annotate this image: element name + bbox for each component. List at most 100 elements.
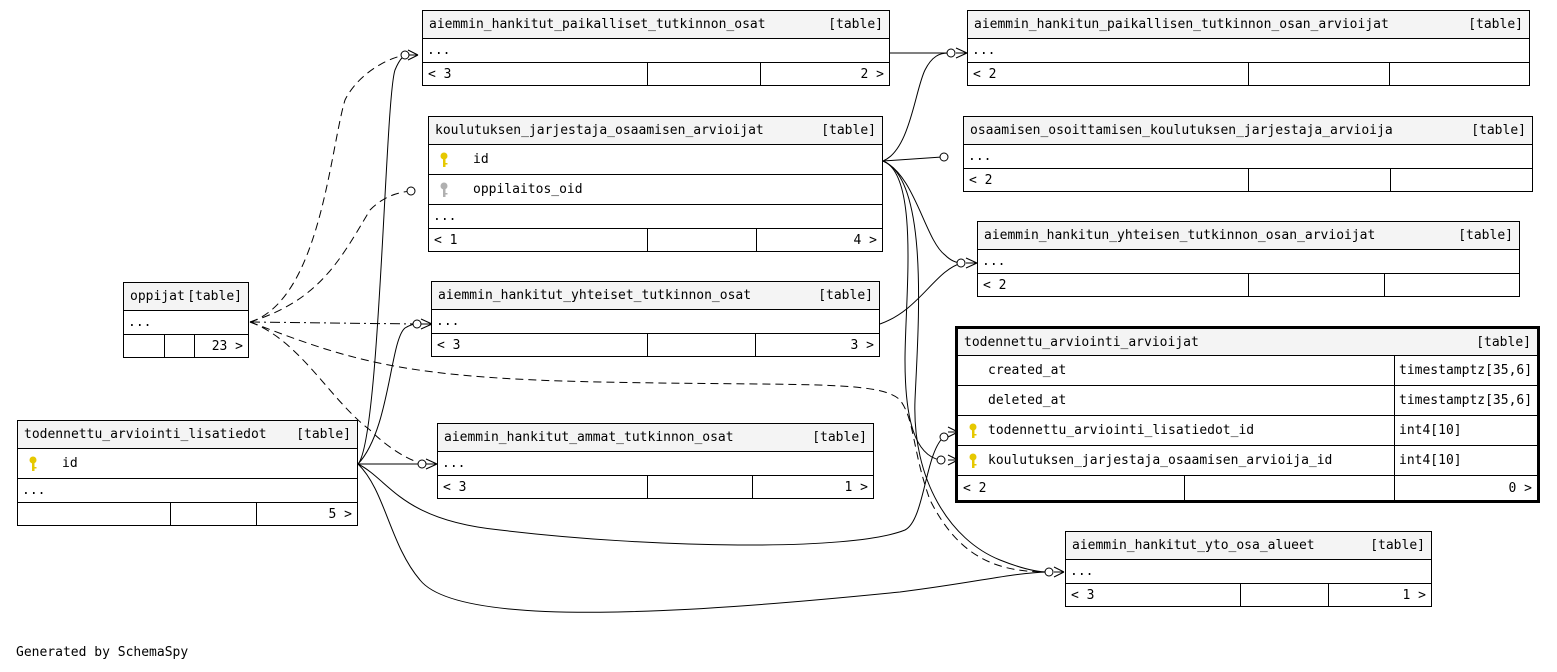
key-icon: [429, 145, 459, 174]
key-icon: [958, 416, 988, 445]
child-count: [1389, 63, 1529, 85]
table-footer: < 1 4 >: [429, 229, 882, 251]
table-koulutuksen-jarjestaja-osaamisen-arvioijat[interactable]: koulutuksen_jarjestaja_osaamisen_arvioij…: [428, 116, 883, 252]
table-type-tag: [table]: [1370, 538, 1425, 553]
table-name[interactable]: aiemmin_hankitut_yhteiset_tutkinnon_osat: [438, 288, 752, 303]
edge-koulutuksen-yto: [882, 160, 1049, 573]
column-name: oppilaitos_oid: [473, 182, 583, 197]
table-name[interactable]: aiemmin_hankitun_paikallisen_tutkinnon_o…: [974, 17, 1389, 32]
column-type: timestamptz[35,6]: [1394, 386, 1537, 415]
column-row-deleted-at[interactable]: deleted_at timestamptz[35,6]: [958, 386, 1537, 416]
column-name: koulutuksen_jarjestaja_osaamisen_arvioij…: [988, 453, 1333, 468]
table-name[interactable]: aiemmin_hankitut_yto_osa_alueet: [1072, 538, 1315, 553]
column-name: deleted_at: [988, 393, 1067, 408]
table-header: osaamisen_osoittamisen_koulutuksen_jarje…: [964, 117, 1532, 145]
table-osaamisen-osoittamisen-koulutuksen-jarjestaja-arvioija[interactable]: osaamisen_osoittamisen_koulutuksen_jarje…: [963, 116, 1533, 192]
column-row[interactable]: oppilaitos_oid: [429, 175, 882, 205]
column-row-created-at[interactable]: created_at timestamptz[35,6]: [958, 356, 1537, 386]
row-count: [1240, 584, 1328, 606]
column-row-arvioija-id[interactable]: koulutuksen_jarjestaja_osaamisen_arvioij…: [958, 446, 1537, 476]
table-type-tag: [table]: [1468, 17, 1523, 32]
child-count[interactable]: 3 >: [755, 334, 879, 356]
table-header: aiemmin_hankitut_yto_osa_alueet [table]: [1066, 532, 1431, 560]
key-icon: [18, 449, 48, 478]
child-count[interactable]: 23 >: [194, 335, 248, 357]
edge-yhteiset-yhteisen: [879, 262, 963, 325]
edge-oppijat-yhteiset: [249, 321, 417, 325]
table-name[interactable]: oppijat: [130, 289, 185, 304]
more-columns: ...: [18, 479, 357, 503]
child-count[interactable]: 0 >: [1394, 476, 1537, 500]
child-count[interactable]: 2 >: [760, 63, 889, 85]
table-footer: < 3 2 >: [423, 63, 889, 85]
parent-count[interactable]: < 2: [983, 277, 1007, 293]
more-columns: ...: [964, 145, 1532, 169]
table-type-tag: [table]: [1476, 334, 1531, 350]
parent-count[interactable]: < 2: [969, 172, 993, 188]
table-name[interactable]: aiemmin_hankitut_ammat_tutkinnon_osat: [444, 430, 734, 445]
column-type: int4[10]: [1394, 446, 1537, 475]
table-name[interactable]: osaamisen_osoittamisen_koulutuksen_jarje…: [970, 123, 1393, 138]
crow-feet: [400, 47, 1065, 578]
row-count: [647, 476, 752, 498]
edge-koulutuksen-paikallisen: [882, 52, 949, 162]
parent-count[interactable]: < 3: [443, 479, 467, 495]
child-count[interactable]: 4 >: [756, 229, 882, 251]
table-footer: 23 >: [124, 335, 248, 357]
table-name[interactable]: koulutuksen_jarjestaja_osaamisen_arvioij…: [435, 123, 764, 138]
table-header: aiemmin_hankitun_paikallisen_tutkinnon_o…: [968, 11, 1529, 39]
parent-count[interactable]: < 2: [963, 480, 987, 496]
column-name: id: [473, 152, 489, 167]
table-aiemmin-hankitut-paikalliset-tutkinnon-osat[interactable]: aiemmin_hankitut_paikalliset_tutkinnon_o…: [422, 10, 890, 86]
table-aiemmin-hankitut-ammat-tutkinnon-osat[interactable]: aiemmin_hankitut_ammat_tutkinnon_osat [t…: [437, 423, 874, 499]
table-header: oppijat [table]: [124, 283, 248, 311]
table-footer: < 2 0 >: [958, 476, 1537, 500]
table-footer: 5 >: [18, 503, 357, 525]
table-name[interactable]: todennettu_arviointi_arvioijat: [964, 334, 1199, 350]
child-count[interactable]: 1 >: [752, 476, 873, 498]
table-todennettu-arviointi-lisatiedot[interactable]: todennettu_arviointi_lisatiedot [table] …: [17, 420, 358, 526]
table-header: todennettu_arviointi_arvioijat [table]: [958, 329, 1537, 356]
more-columns: ...: [429, 205, 882, 229]
edge-oppijat-koulutuksen: [249, 190, 413, 323]
table-footer: < 2: [978, 274, 1519, 296]
table-header: aiemmin_hankitun_yhteisen_tutkinnon_osan…: [978, 222, 1519, 250]
parent-count[interactable]: < 3: [1071, 587, 1095, 603]
table-footer: < 3 1 >: [438, 476, 873, 498]
more-columns: ...: [968, 39, 1529, 63]
child-count: [1384, 274, 1519, 296]
no-key-slot: [958, 386, 988, 415]
parent-count[interactable]: < 3: [437, 337, 461, 353]
table-oppijat[interactable]: oppijat [table] ... 23 >: [123, 282, 249, 358]
row-count: [164, 335, 194, 357]
child-count[interactable]: 1 >: [1328, 584, 1431, 606]
row-count: [1184, 476, 1394, 500]
row-count: [647, 63, 760, 85]
parent-count[interactable]: < 1: [434, 232, 458, 248]
table-name[interactable]: aiemmin_hankitun_yhteisen_tutkinnon_osan…: [984, 228, 1376, 243]
generated-by-caption: Generated by SchemaSpy: [16, 645, 189, 660]
more-columns: ...: [124, 311, 248, 335]
column-row[interactable]: id: [18, 449, 357, 479]
parent-count[interactable]: < 2: [973, 66, 997, 82]
table-name[interactable]: todennettu_arviointi_lisatiedot: [24, 427, 267, 442]
table-aiemmin-hankitut-yto-osa-alueet[interactable]: aiemmin_hankitut_yto_osa_alueet [table] …: [1065, 531, 1432, 607]
table-aiemmin-hankitun-paikallisen-tutkinnon-osan-arvioijat[interactable]: aiemmin_hankitun_paikallisen_tutkinnon_o…: [967, 10, 1530, 86]
column-row[interactable]: id: [429, 145, 882, 175]
table-aiemmin-hankitut-yhteiset-tutkinnon-osat[interactable]: aiemmin_hankitut_yhteiset_tutkinnon_osat…: [431, 281, 880, 357]
child-count[interactable]: 5 >: [256, 503, 357, 525]
column-row-lisatiedot-id[interactable]: todennettu_arviointi_lisatiedot_id int4[…: [958, 416, 1537, 446]
no-key-slot: [958, 356, 988, 385]
edge-koulutuksen-osaamisen: [882, 156, 943, 162]
row-count: [1248, 63, 1389, 85]
table-aiemmin-hankitun-yhteisen-tutkinnon-osan-arvioijat[interactable]: aiemmin_hankitun_yhteisen_tutkinnon_osan…: [977, 221, 1520, 297]
row-count: [647, 229, 756, 251]
key-icon: [958, 446, 988, 475]
table-footer: < 3 1 >: [1066, 584, 1431, 606]
table-todennettu-arviointi-arvioijat[interactable]: todennettu_arviointi_arvioijat [table] c…: [955, 326, 1540, 503]
table-name[interactable]: aiemmin_hankitut_paikalliset_tutkinnon_o…: [429, 17, 766, 32]
parent-count[interactable]: < 3: [428, 66, 452, 82]
row-count: [1248, 169, 1390, 191]
column-name: created_at: [988, 363, 1067, 378]
